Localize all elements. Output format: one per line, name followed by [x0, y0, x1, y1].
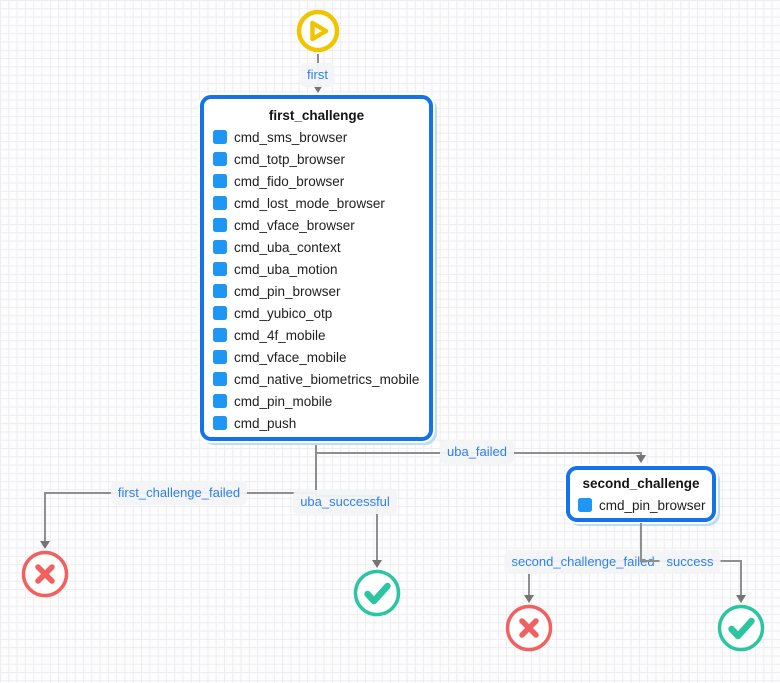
node-item: cmd_push — [213, 412, 429, 434]
edge-label-first: first — [300, 63, 335, 87]
node-title: first_challenge — [268, 108, 365, 123]
blue-square-icon — [213, 130, 227, 144]
blue-square-icon — [213, 218, 227, 232]
x-circle-icon — [21, 550, 69, 598]
fail-terminal-node[interactable] — [503, 602, 555, 654]
blue-square-icon — [213, 328, 227, 342]
blue-square-icon — [213, 240, 227, 254]
arrowhead-icon — [636, 455, 646, 463]
node-item: cmd_uba_motion — [213, 258, 429, 280]
node-item: cmd_4f_mobile — [213, 324, 429, 346]
blue-square-icon — [213, 262, 227, 276]
node-item: cmd_vface_browser — [213, 214, 429, 236]
edge-label-success: success — [659, 550, 721, 574]
edge-label-uba-failed: uba_failed — [440, 440, 514, 464]
node-item: cmd_vface_mobile — [213, 346, 429, 368]
blue-square-icon — [213, 394, 227, 408]
edge-label-uba-successful: uba_successful — [293, 490, 397, 514]
blue-square-icon — [213, 372, 227, 386]
node-second-challenge[interactable]: second_challenge cmd_pin_browser — [566, 466, 716, 522]
node-item: cmd_pin_browser — [578, 494, 712, 516]
play-circle-icon — [296, 9, 340, 53]
node-item: cmd_sms_browser — [213, 126, 429, 148]
blue-square-icon — [213, 174, 227, 188]
node-item: cmd_native_biometrics_mobile — [213, 368, 429, 390]
check-circle-icon — [353, 569, 401, 617]
node-item: cmd_lost_mode_browser — [213, 192, 429, 214]
node-title: second_challenge — [582, 476, 700, 491]
start-node[interactable] — [292, 5, 344, 57]
node-item-list: cmd_pin_browser — [570, 494, 712, 516]
node-first-challenge[interactable]: first_challenge cmd_sms_browser cmd_totp… — [200, 95, 433, 441]
edge-label-first-challenge-failed: first_challenge_failed — [110, 481, 248, 505]
blue-square-icon — [213, 284, 227, 298]
check-circle-icon — [717, 604, 765, 652]
node-item: cmd_pin_mobile — [213, 390, 429, 412]
success-terminal-node[interactable] — [351, 567, 403, 619]
blue-square-icon — [578, 498, 592, 512]
blue-square-icon — [213, 306, 227, 320]
node-item: cmd_totp_browser — [213, 148, 429, 170]
node-item-list: cmd_sms_browser cmd_totp_browser cmd_fid… — [204, 126, 429, 434]
success-terminal-node[interactable] — [715, 602, 767, 654]
blue-square-icon — [213, 152, 227, 166]
fail-terminal-node[interactable] — [19, 548, 71, 600]
node-item: cmd_uba_context — [213, 236, 429, 258]
x-circle-icon — [505, 604, 553, 652]
blue-square-icon — [213, 196, 227, 210]
blue-square-icon — [213, 350, 227, 364]
node-item: cmd_yubico_otp — [213, 302, 429, 324]
blue-square-icon — [213, 416, 227, 430]
node-item: cmd_fido_browser — [213, 170, 429, 192]
edge-label-second-challenge-failed: second_challenge_failed — [504, 550, 662, 574]
node-item: cmd_pin_browser — [213, 280, 429, 302]
